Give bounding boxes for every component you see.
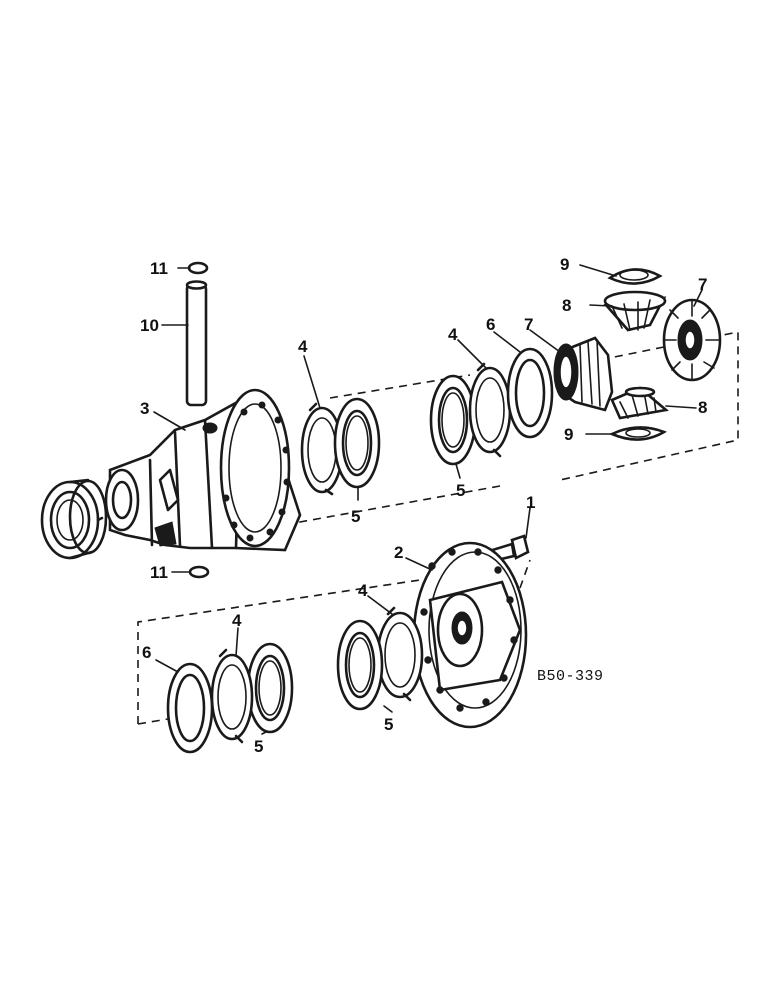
callout-4-lower-right: 4	[358, 581, 368, 600]
callout-5-upper-left: 5	[351, 507, 360, 526]
snap-ring-upper	[187, 261, 209, 275]
friction-disc-5-lower-right	[336, 619, 384, 711]
callout-4-upper-left: 4	[298, 337, 308, 356]
callout-4-lower-left: 4	[232, 611, 242, 630]
callout-11-lower: 11	[150, 563, 168, 582]
callout-9-lower: 9	[564, 425, 573, 444]
thrust-washer-6-upper	[506, 347, 554, 439]
callout-6-lower: 6	[142, 643, 151, 662]
side-gear-right	[662, 298, 722, 382]
pinion-gear-lower	[610, 386, 669, 420]
callout-11-upper: 11	[150, 259, 168, 278]
bearing-cup	[40, 478, 108, 560]
differential-pin	[185, 280, 208, 407]
callout-5-lower-left: 5	[254, 737, 263, 756]
pinion-gear-upper	[603, 290, 667, 332]
callout-4-upper-right: 4	[448, 325, 458, 344]
thrust-plate-4-lower-left	[210, 648, 254, 744]
pinion-washer-lower	[608, 426, 667, 441]
callout-1: 1	[526, 493, 535, 512]
callout-8-upper: 8	[562, 296, 571, 315]
friction-disc-5-lower-left	[246, 642, 294, 734]
callout-10: 10	[140, 316, 159, 335]
callout-8-lower: 8	[698, 398, 707, 417]
snap-ring-lower	[188, 565, 210, 579]
differential-case	[104, 388, 302, 552]
case-cover-flange	[412, 541, 528, 729]
thrust-washer-6-lower	[166, 662, 214, 754]
pinion-washer-upper	[607, 268, 663, 285]
friction-disc-5-upper-left	[333, 397, 381, 489]
leader-lines	[153, 264, 703, 735]
thrust-plate-4-upper-right	[468, 362, 512, 458]
callout-3: 3	[140, 399, 149, 418]
callout-9-upper: 9	[560, 255, 569, 274]
friction-disc-5-upper-right	[429, 374, 477, 466]
callouts: 11 10 3 11 4 5 4 5 6 7 9 8 7 8 9 1 2 4 5…	[140, 255, 707, 756]
callout-2: 2	[394, 543, 403, 562]
side-gear-upper	[553, 336, 614, 412]
callout-7-left: 7	[524, 315, 533, 334]
callout-5-lower-right: 5	[384, 715, 393, 734]
callout-6-upper: 6	[486, 315, 495, 334]
callout-7-right: 7	[698, 275, 707, 294]
diagram-reference-code: B50-339	[537, 668, 604, 685]
callout-5-upper-right: 5	[456, 481, 465, 500]
bolt	[484, 534, 530, 564]
